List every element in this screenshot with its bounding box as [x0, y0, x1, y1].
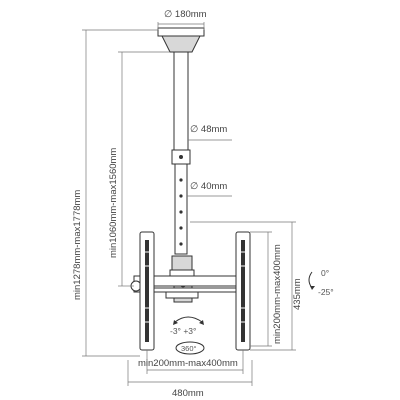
arm-height-label: 435mm [292, 278, 303, 310]
arm-height-dimension [190, 221, 296, 351]
tilt-bottom-label: -25° [318, 287, 334, 297]
rotation-icon [175, 341, 205, 355]
total-height-label: min1278mm-max1778mm [72, 190, 83, 300]
swivel-label: -3° +3° [170, 326, 196, 336]
right-vesa-bracket [235, 231, 251, 351]
plate-diameter-label: ∅ 180mm [164, 9, 207, 20]
plate-diameter-dimension [157, 22, 205, 30]
total-height-dimension [82, 29, 158, 357]
pole-collar [171, 149, 191, 165]
tilt-top-label: 0° [321, 268, 329, 278]
upper-tube [173, 51, 189, 153]
pole-length-label: min1060mm-max1560mm [108, 148, 119, 258]
lower-tube [174, 163, 188, 255]
ceiling-plate [157, 27, 205, 53]
swivel-arrow-icon [173, 316, 204, 325]
vesa-horizontal-dimension [146, 350, 244, 374]
left-vesa-bracket [139, 231, 155, 351]
upper-tube-diameter-label: ∅ 48mm [190, 124, 227, 135]
rotation-label: 360° [181, 344, 197, 353]
vesa-vertical-label: min200mm-max400mm [272, 244, 283, 344]
pole-length-dimension [118, 51, 170, 287]
lower-tube-diameter-label: ∅ 40mm [190, 181, 227, 192]
overall-width-label: 480mm [172, 388, 204, 399]
vesa-vertical-dimension [250, 231, 272, 347]
overall-width-dimension [127, 360, 253, 386]
vesa-horizontal-label: min200mm-max400mm [138, 358, 238, 369]
tilt-arrow-icon [308, 271, 315, 290]
